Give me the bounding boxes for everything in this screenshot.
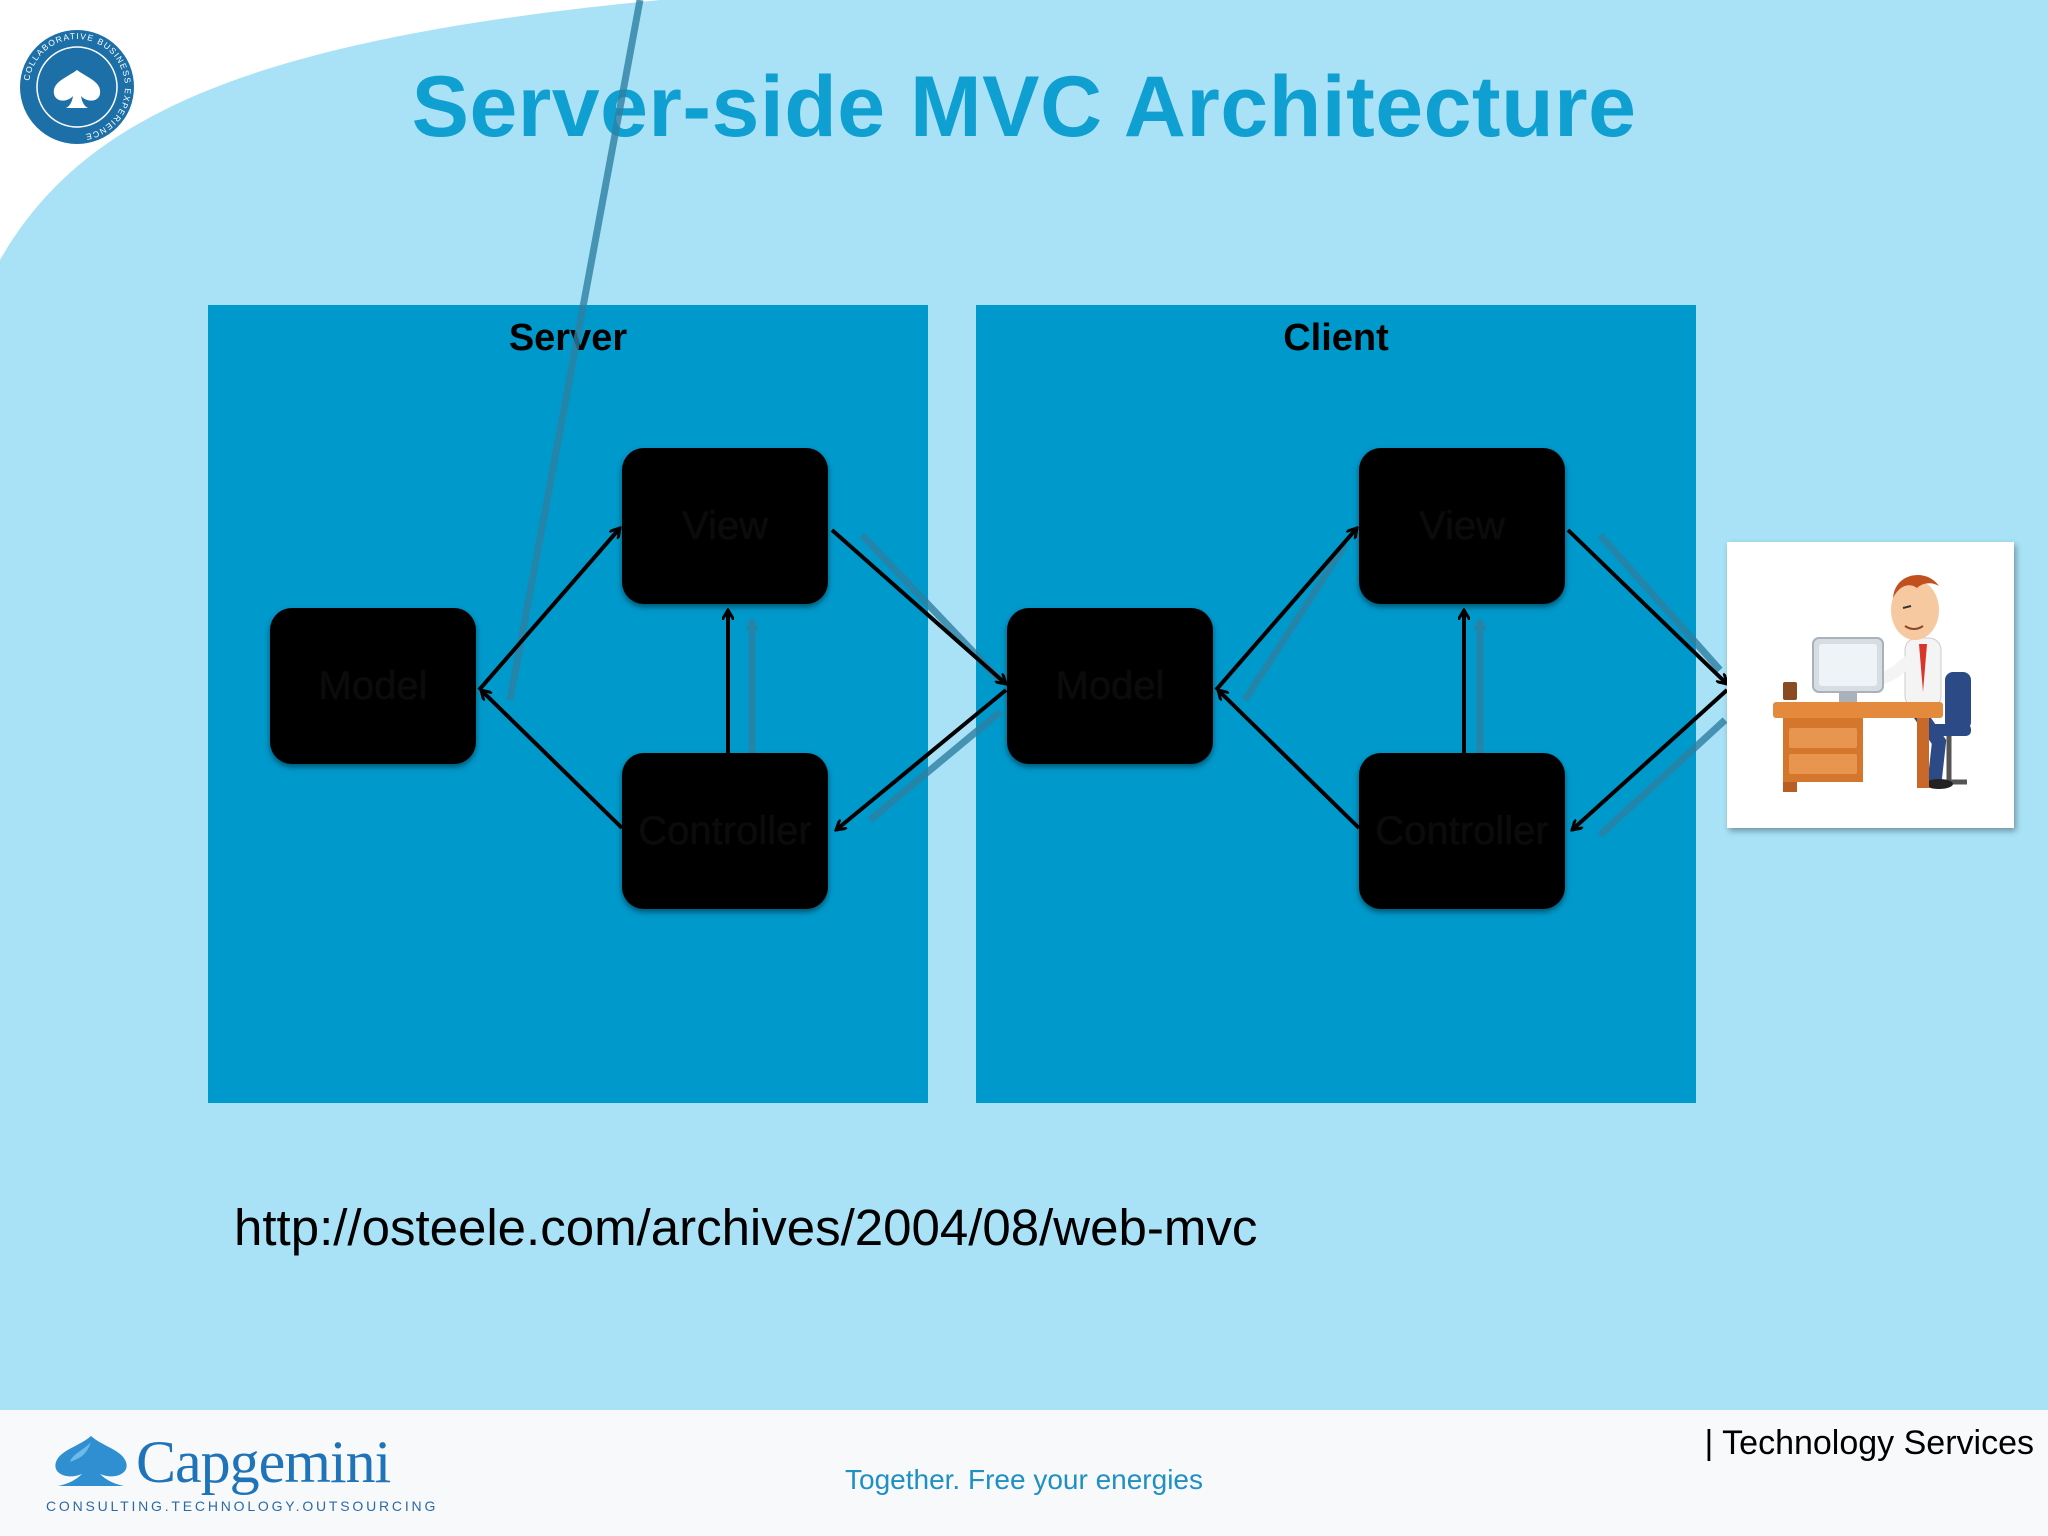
client-panel-label: Client: [1283, 317, 1389, 359]
client-controller-node: Controller: [1359, 753, 1565, 909]
server-controller-node: Controller: [622, 753, 828, 909]
server-panel-label: Server: [508, 317, 628, 359]
capgemini-wordmark: Capgemini: [136, 1429, 391, 1495]
footer-services: | Technology Services: [1704, 1424, 2035, 1462]
background-swoosh: [0, 0, 2048, 400]
server-view-label: View: [682, 503, 768, 548]
capgemini-tagline: CONSULTING.TECHNOLOGY.OUTSOURCING: [46, 1498, 439, 1514]
source-url[interactable]: http://osteele.com/archives/2004/08/web-…: [234, 1199, 1258, 1256]
spade-badge-icon: COLLABORATIVE BUSINESS EXPERIENCE: [20, 30, 134, 144]
capgemini-logo: Capgemini CONSULTING.TECHNOLOGY.OUTSOURC…: [46, 1428, 435, 1518]
client-view-label: View: [1419, 503, 1505, 548]
client-model-node: Model: [1007, 608, 1213, 764]
client-model-label: Model: [1055, 663, 1165, 708]
footer-slogan: Together. Free your energies: [845, 1464, 1203, 1495]
footer: Capgemini CONSULTING.TECHNOLOGY.OUTSOURC…: [0, 1410, 2048, 1536]
user-illustration: [1727, 542, 2014, 828]
person-at-desk-icon: [1773, 574, 1971, 792]
client-view-node: View: [1359, 448, 1565, 604]
server-view-node: View: [622, 448, 828, 604]
server-model-label: Model: [318, 663, 428, 708]
server-model-node: Model: [270, 608, 476, 764]
server-controller-label: Controller: [638, 808, 812, 853]
capgemini-spade-icon: [55, 1436, 127, 1486]
client-controller-label: Controller: [1375, 808, 1549, 853]
